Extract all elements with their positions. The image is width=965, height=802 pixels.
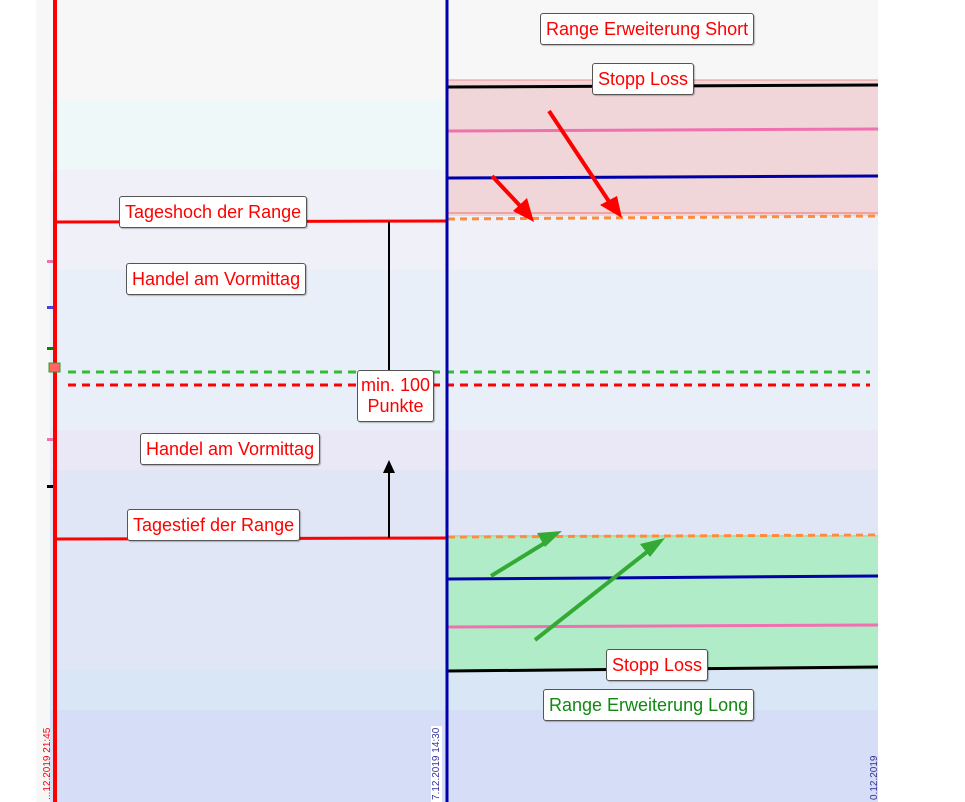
arrow-up-right-icon [537, 531, 562, 547]
background-band [50, 270, 878, 430]
arrow-down-right-icon [513, 198, 534, 222]
arrow-down-right-icon [600, 196, 622, 218]
label-morning-trading-bottom: Handel am Vormittag [140, 433, 321, 465]
label-range-high: Tageshoch der Range [119, 196, 308, 228]
axis-time-right: 0.12.2019 [869, 755, 880, 801]
axis-marker-green [47, 347, 53, 350]
axis-marker-current [48, 362, 61, 373]
pink-level-long [447, 623, 879, 629]
pink-level-short [447, 127, 879, 133]
label-range-low: Tagestief der Range [127, 509, 301, 541]
red-arrow-shaft [547, 109, 614, 208]
blue-level-short [447, 174, 879, 180]
label-stop-loss-long: Stopp Loss [606, 649, 709, 681]
red-arrow-shaft [490, 174, 526, 212]
label-min-points: min. 100 Punkte [357, 370, 435, 422]
label-min-points-line1: min. 100 [361, 375, 431, 395]
axis-marker-blue [47, 306, 53, 309]
short-extension-zone [448, 80, 878, 216]
blue-level-long [447, 574, 879, 581]
green-arrow-shaft [489, 539, 550, 578]
axis-marker-black [47, 485, 53, 488]
label-stop-loss-short: Stopp Loss [592, 63, 695, 95]
green-arrow-shaft [533, 546, 654, 642]
label-morning-trading-top: Handel am Vormittag [126, 263, 307, 295]
label-min-points-line2: Punkte [367, 396, 424, 416]
axis-time-left: ...12.2019 21:45 [42, 727, 53, 800]
axis-marker-pink [47, 260, 53, 263]
label-range-extension-long: Range Erweiterung Long [543, 689, 755, 721]
label-range-extension-short: Range Erweiterung Short [540, 13, 755, 45]
axis-time-mid: 7.12.2019 14:30 [431, 725, 442, 802]
arrow-up-right-icon [640, 538, 665, 557]
axis-marker-pink [47, 438, 53, 441]
background-band [50, 710, 878, 802]
arrow-up-icon [383, 460, 395, 473]
